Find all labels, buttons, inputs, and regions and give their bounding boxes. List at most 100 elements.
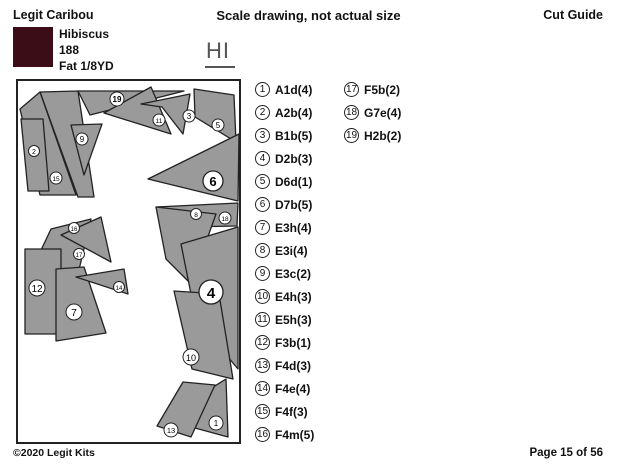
piece-label-5: 5: [211, 118, 225, 132]
piece-label-10: 10: [182, 348, 200, 366]
cut-piece-7: [55, 266, 107, 342]
piece-label-6: 6: [202, 170, 224, 192]
fabric-code-underline: [205, 66, 235, 68]
cut-piece-bar-top: [39, 90, 95, 198]
pattern-title: Legit Caribou: [13, 8, 94, 22]
piece-number: 18: [344, 105, 359, 120]
cut-piece-3: [140, 93, 191, 135]
piece-label-3: 3: [182, 109, 196, 123]
piece-label-9: 9: [75, 132, 89, 146]
svg-text:17: 17: [76, 253, 83, 259]
piece-label-14: 14: [113, 281, 125, 293]
piece-number: 19: [344, 128, 359, 143]
svg-text:11: 11: [156, 118, 163, 125]
piece-number: 11: [255, 312, 270, 327]
svg-text:9: 9: [80, 135, 85, 144]
piece-label: B1b(5): [275, 128, 313, 143]
legend-item: 19 H2b(2): [344, 124, 401, 147]
svg-text:12: 12: [31, 284, 43, 295]
legend-item: 17 F5b(2): [344, 78, 401, 101]
piece-number: 14: [255, 381, 270, 396]
copyright-text: ©2020 Legit Kits: [13, 447, 95, 459]
svg-text:5: 5: [216, 121, 221, 130]
legend-item: 3 B1b(5): [255, 124, 314, 147]
piece-label: F5b(2): [364, 82, 400, 97]
fabric-swatch: [13, 27, 53, 67]
piece-label: H2b(2): [364, 128, 402, 143]
svg-text:6: 6: [209, 174, 216, 189]
legend-item: 14 F4e(4): [255, 377, 314, 400]
piece-number: 2: [255, 105, 270, 120]
fabric-code: HI: [206, 38, 230, 63]
svg-text:4: 4: [207, 285, 216, 302]
legend-item: 7 E3h(4): [255, 216, 314, 239]
piece-label: G7e(4): [364, 105, 402, 120]
piece-label: E4h(3): [275, 289, 312, 304]
piece-number: 17: [344, 82, 359, 97]
legend-item: 1 A1d(4): [255, 78, 314, 101]
piece-label: F4e(4): [275, 381, 311, 396]
legend-item: 2 A2b(4): [255, 101, 314, 124]
piece-number: 5: [255, 174, 270, 189]
piece-number: 4: [255, 151, 270, 166]
piece-number: 15: [255, 404, 270, 419]
piece-label: E3h(4): [275, 220, 312, 235]
legend-item: 5 D6d(1): [255, 170, 314, 193]
piece-label-16: 16: [68, 222, 80, 234]
piece-label-2: 2: [28, 145, 40, 157]
piece-label: F3b(1): [275, 335, 311, 350]
piece-number: 7: [255, 220, 270, 235]
piece-number: 1: [255, 82, 270, 97]
piece-label: E3i(4): [275, 243, 308, 258]
piece-label: F4f(3): [275, 404, 308, 419]
piece-label-19: 19: [109, 91, 125, 107]
fabric-size: Fat 1/8YD: [59, 59, 114, 73]
svg-text:16: 16: [71, 227, 78, 233]
piece-label-1: 1: [208, 415, 224, 431]
piece-number: 16: [255, 427, 270, 442]
svg-text:8: 8: [194, 212, 198, 219]
svg-text:1: 1: [214, 419, 219, 428]
piece-label-17: 17: [73, 248, 85, 260]
piece-number: 10: [255, 289, 270, 304]
svg-text:10: 10: [186, 353, 196, 363]
piece-number: 8: [255, 243, 270, 258]
svg-text:3: 3: [187, 112, 192, 121]
svg-text:13: 13: [167, 426, 175, 435]
svg-text:7: 7: [71, 308, 77, 319]
piece-legend-column-2: 17 F5b(2) 18 G7e(4) 19 H2b(2): [344, 78, 401, 147]
piece-label: E3c(2): [275, 266, 312, 281]
piece-label-8: 8: [190, 208, 202, 220]
svg-text:19: 19: [113, 95, 122, 104]
piece-label: D7b(5): [275, 197, 313, 212]
legend-item: 18 G7e(4): [344, 101, 401, 124]
piece-number: 3: [255, 128, 270, 143]
svg-text:18: 18: [221, 216, 229, 223]
cut-layout-diagram: 19 9 11 3 5 2 15 6 8 18 16 17 12 14 4 7 …: [16, 79, 241, 444]
piece-label-12: 12: [28, 279, 46, 297]
piece-label-13: 13: [163, 422, 179, 438]
piece-label-7: 7: [65, 303, 83, 321]
piece-label: D2b(3): [275, 151, 313, 166]
piece-label: A2b(4): [275, 105, 313, 120]
cut-piece-17: [60, 216, 112, 263]
legend-item: 10 E4h(3): [255, 285, 314, 308]
cut-guide-label: Cut Guide: [543, 8, 603, 22]
piece-number: 9: [255, 266, 270, 281]
svg-text:14: 14: [116, 286, 123, 292]
piece-label: D6d(1): [275, 174, 313, 189]
piece-number: 12: [255, 335, 270, 350]
legend-item: 4 D2b(3): [255, 147, 314, 170]
piece-number-labels: 19 9 11 3 5 2 15 6 8 18 16 17 12 14 4 7 …: [28, 91, 232, 438]
piece-label-15: 15: [49, 171, 63, 185]
fabric-number: 188: [59, 43, 80, 57]
legend-item: 15 F4f(3): [255, 400, 314, 423]
legend-item: 12 F3b(1): [255, 331, 314, 354]
piece-label: A1d(4): [275, 82, 313, 97]
piece-label: F4m(5): [275, 427, 315, 442]
piece-number: 6: [255, 197, 270, 212]
legend-item: 9 E3c(2): [255, 262, 314, 285]
legend-item: 16 F4m(5): [255, 423, 314, 446]
